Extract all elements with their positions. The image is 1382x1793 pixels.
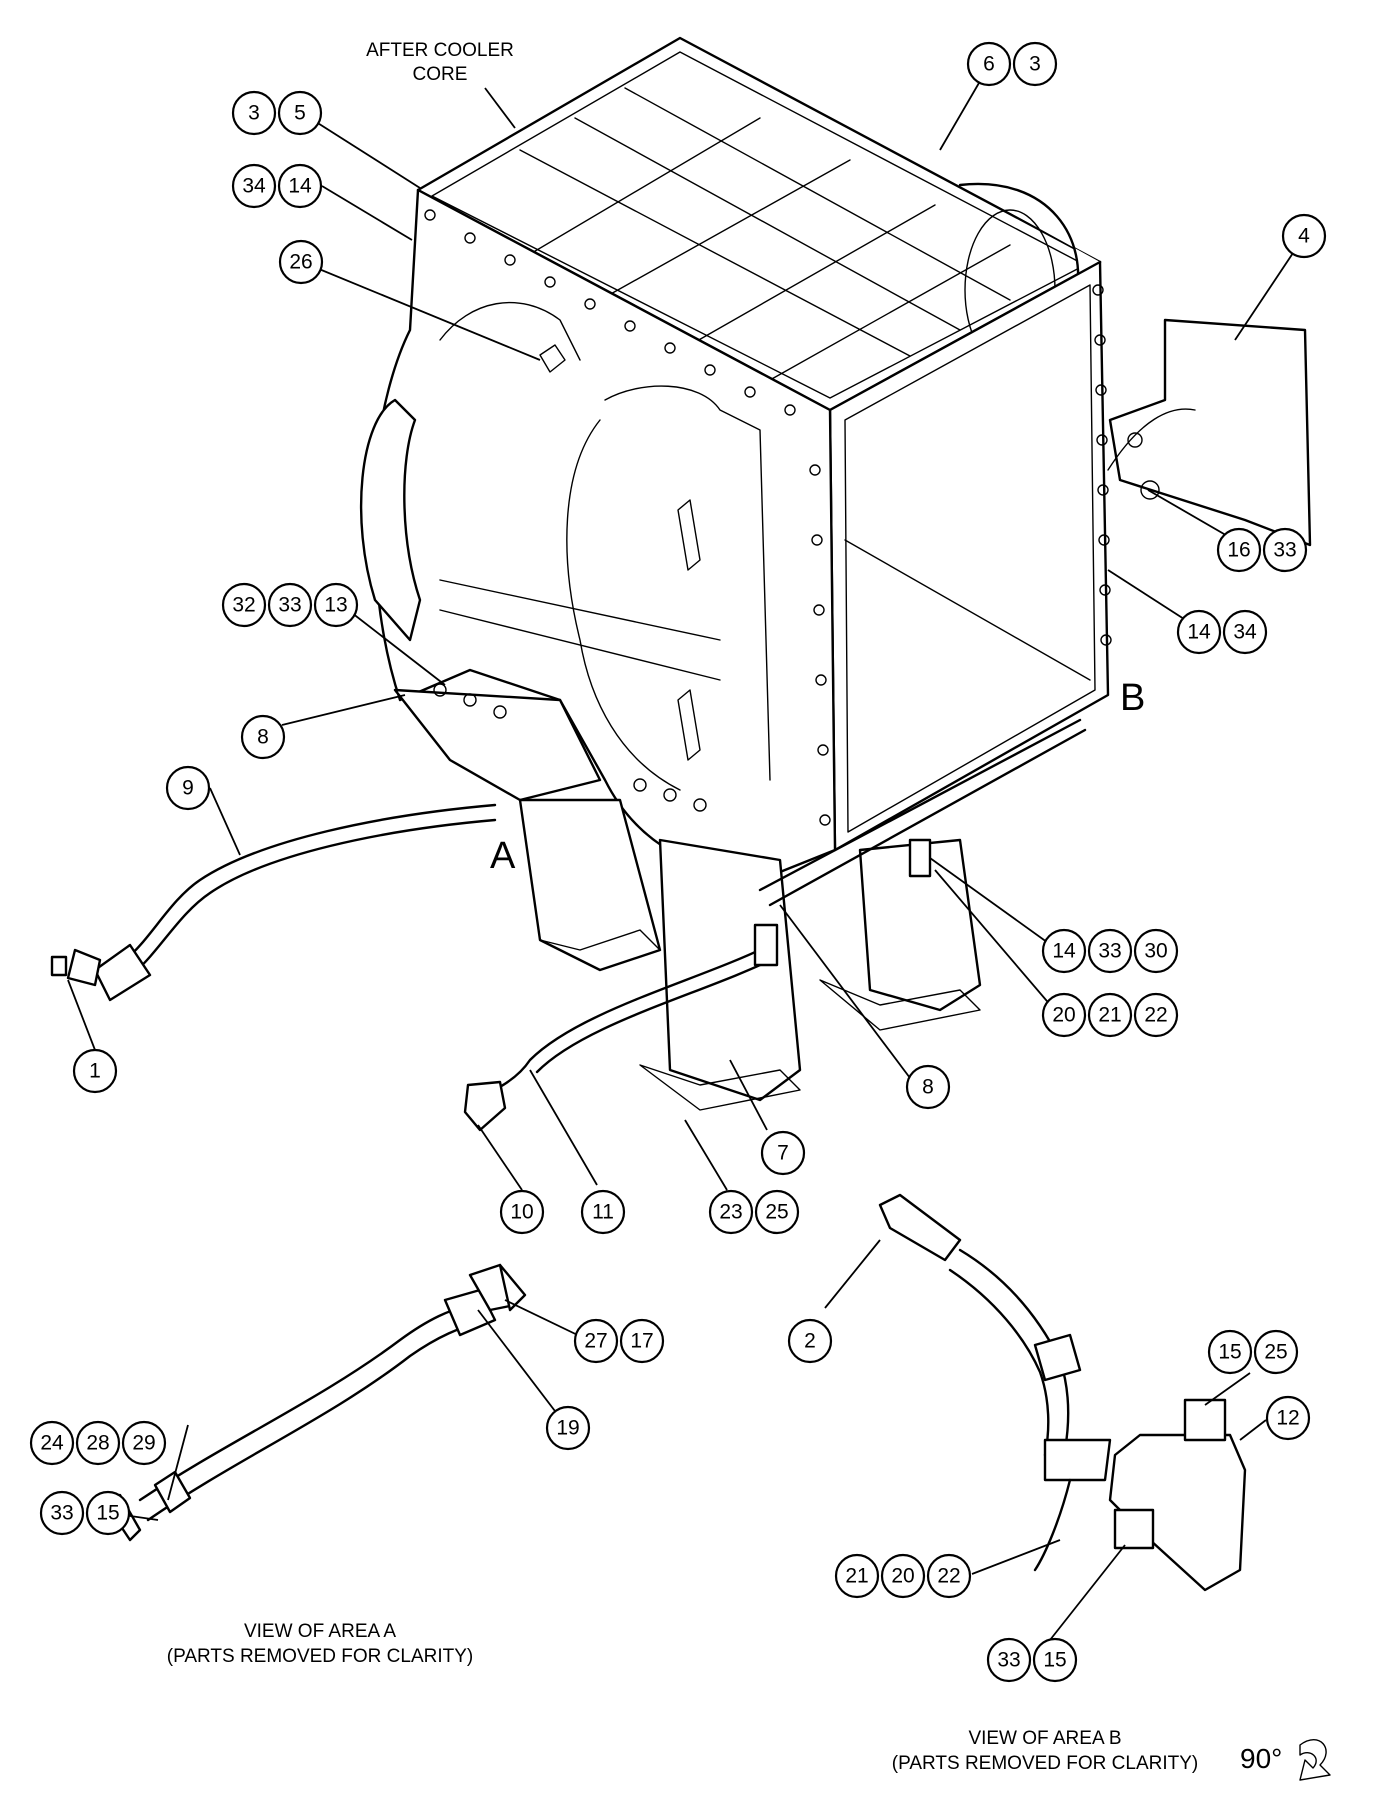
callout-3-5: 3 5: [231, 90, 323, 136]
callout-number: 21: [1098, 1004, 1121, 1027]
aftercooler-assembly: [50, 36, 1312, 1132]
callout-number: 32: [232, 594, 255, 617]
callout-number: 33: [997, 1649, 1020, 1672]
callout-number: 33: [278, 594, 301, 617]
callout-number: 22: [1144, 1004, 1167, 1027]
callout-number: 23: [719, 1201, 742, 1224]
callout-1: 1: [72, 1048, 118, 1094]
callout-number: 8: [257, 726, 269, 749]
callout-number: 3: [248, 102, 260, 125]
callout-number: 16: [1227, 539, 1250, 562]
callout-8-left: 8: [240, 714, 286, 760]
view-area-b: [878, 1193, 1247, 1592]
callout-number: 6: [983, 53, 995, 76]
callout-number: 22: [937, 1565, 960, 1588]
callout-9: 9: [165, 765, 211, 811]
callout-10: 10: [499, 1189, 545, 1235]
callout-27-17: 27 17: [573, 1318, 665, 1364]
callout-number: 3: [1029, 53, 1041, 76]
callout-number: 12: [1276, 1407, 1299, 1430]
callout-24-28-29: 24 28 29: [29, 1420, 167, 1466]
callout-23-25: 23 25: [708, 1189, 800, 1235]
callout-number: 19: [556, 1417, 579, 1440]
callout-number: 9: [182, 777, 194, 800]
callout-7: 7: [760, 1130, 806, 1176]
view-b-caption-line2: (PARTS REMOVED FOR CLARITY): [892, 1753, 1199, 1774]
callout-number: 14: [1187, 621, 1211, 644]
callout-number: 34: [242, 175, 266, 198]
callout-number: 14: [1052, 940, 1076, 963]
callout-number: 25: [1264, 1341, 1287, 1364]
callout-19: 19: [545, 1405, 591, 1451]
rotation-indicator: 90°: [1240, 1739, 1331, 1781]
callout-16-33: 16 33: [1216, 527, 1308, 573]
callout-number: 17: [630, 1330, 653, 1353]
callout-20-21-22: 20 21 22: [1041, 992, 1179, 1038]
callout-14-33-30: 14 33 30: [1041, 928, 1179, 974]
callout-number: 8: [922, 1076, 934, 1099]
callout-26: 26: [278, 239, 324, 285]
callout-15-25: 15 25: [1207, 1329, 1299, 1375]
view-a-caption: VIEW OF AREA A (PARTS REMOVED FOR CLARIT…: [167, 1621, 474, 1667]
callout-11: 11: [580, 1189, 626, 1235]
callout-4: 4: [1281, 213, 1327, 259]
callout-14-34-right: 14 34: [1176, 609, 1268, 655]
callout-number: 25: [765, 1201, 788, 1224]
callout-number: 27: [584, 1330, 607, 1353]
callout-number: 1: [89, 1060, 101, 1083]
view-area-a: [108, 1263, 527, 1542]
callout-number: 7: [777, 1142, 789, 1165]
callout-number: 34: [1233, 621, 1257, 644]
after-cooler-label-line1: AFTER COOLER: [366, 40, 514, 61]
callout-6-3: 6 3: [966, 41, 1058, 87]
callout-number: 5: [294, 102, 306, 125]
callout-number: 15: [1043, 1649, 1066, 1672]
callout-32-33-13: 32 33 13: [221, 582, 359, 628]
area-b-letter: B: [1120, 677, 1145, 719]
callout-number: 29: [132, 1432, 155, 1455]
callout-number: 15: [1218, 1341, 1241, 1364]
callout-number: 14: [288, 175, 312, 198]
callout-number: 30: [1144, 940, 1167, 963]
callout-33-15-b: 33 15: [986, 1637, 1078, 1683]
rotation-label: 90°: [1240, 1743, 1282, 1774]
callout-8-right: 8: [905, 1064, 951, 1110]
callout-number: 28: [86, 1432, 109, 1455]
callout-number: 11: [592, 1201, 614, 1224]
area-a-letter: A: [490, 835, 516, 877]
callout-number: 26: [289, 251, 312, 274]
callout-number: 21: [845, 1565, 868, 1588]
callout-number: 10: [510, 1201, 533, 1224]
callout-number: 33: [50, 1502, 73, 1525]
callout-number: 33: [1273, 539, 1296, 562]
callout-number: 2: [804, 1330, 816, 1353]
callout-21-20-22: 21 20 22: [834, 1553, 972, 1599]
view-b-caption-line1: VIEW OF AREA B: [968, 1728, 1121, 1749]
callout-number: 13: [324, 594, 347, 617]
callout-number: 33: [1098, 940, 1121, 963]
callout-12: 12: [1265, 1395, 1311, 1441]
callout-number: 15: [96, 1502, 119, 1525]
view-a-caption-line2: (PARTS REMOVED FOR CLARITY): [167, 1646, 474, 1667]
after-cooler-label-line2: CORE: [413, 64, 468, 85]
callout-number: 4: [1298, 225, 1310, 248]
after-cooler-core-label: AFTER COOLER CORE: [366, 40, 514, 85]
callout-2: 2: [787, 1318, 833, 1364]
rotation-arrow-icon: [1299, 1739, 1331, 1781]
view-b-caption: VIEW OF AREA B (PARTS REMOVED FOR CLARIT…: [892, 1728, 1199, 1774]
callout-number: 20: [1052, 1004, 1075, 1027]
view-a-caption-line1: VIEW OF AREA A: [244, 1621, 396, 1642]
callout-33-15-a: 33 15: [39, 1490, 131, 1536]
callout-34-14-top: 34 14: [231, 163, 323, 209]
callout-number: 20: [891, 1565, 914, 1588]
callout-number: 24: [40, 1432, 64, 1455]
